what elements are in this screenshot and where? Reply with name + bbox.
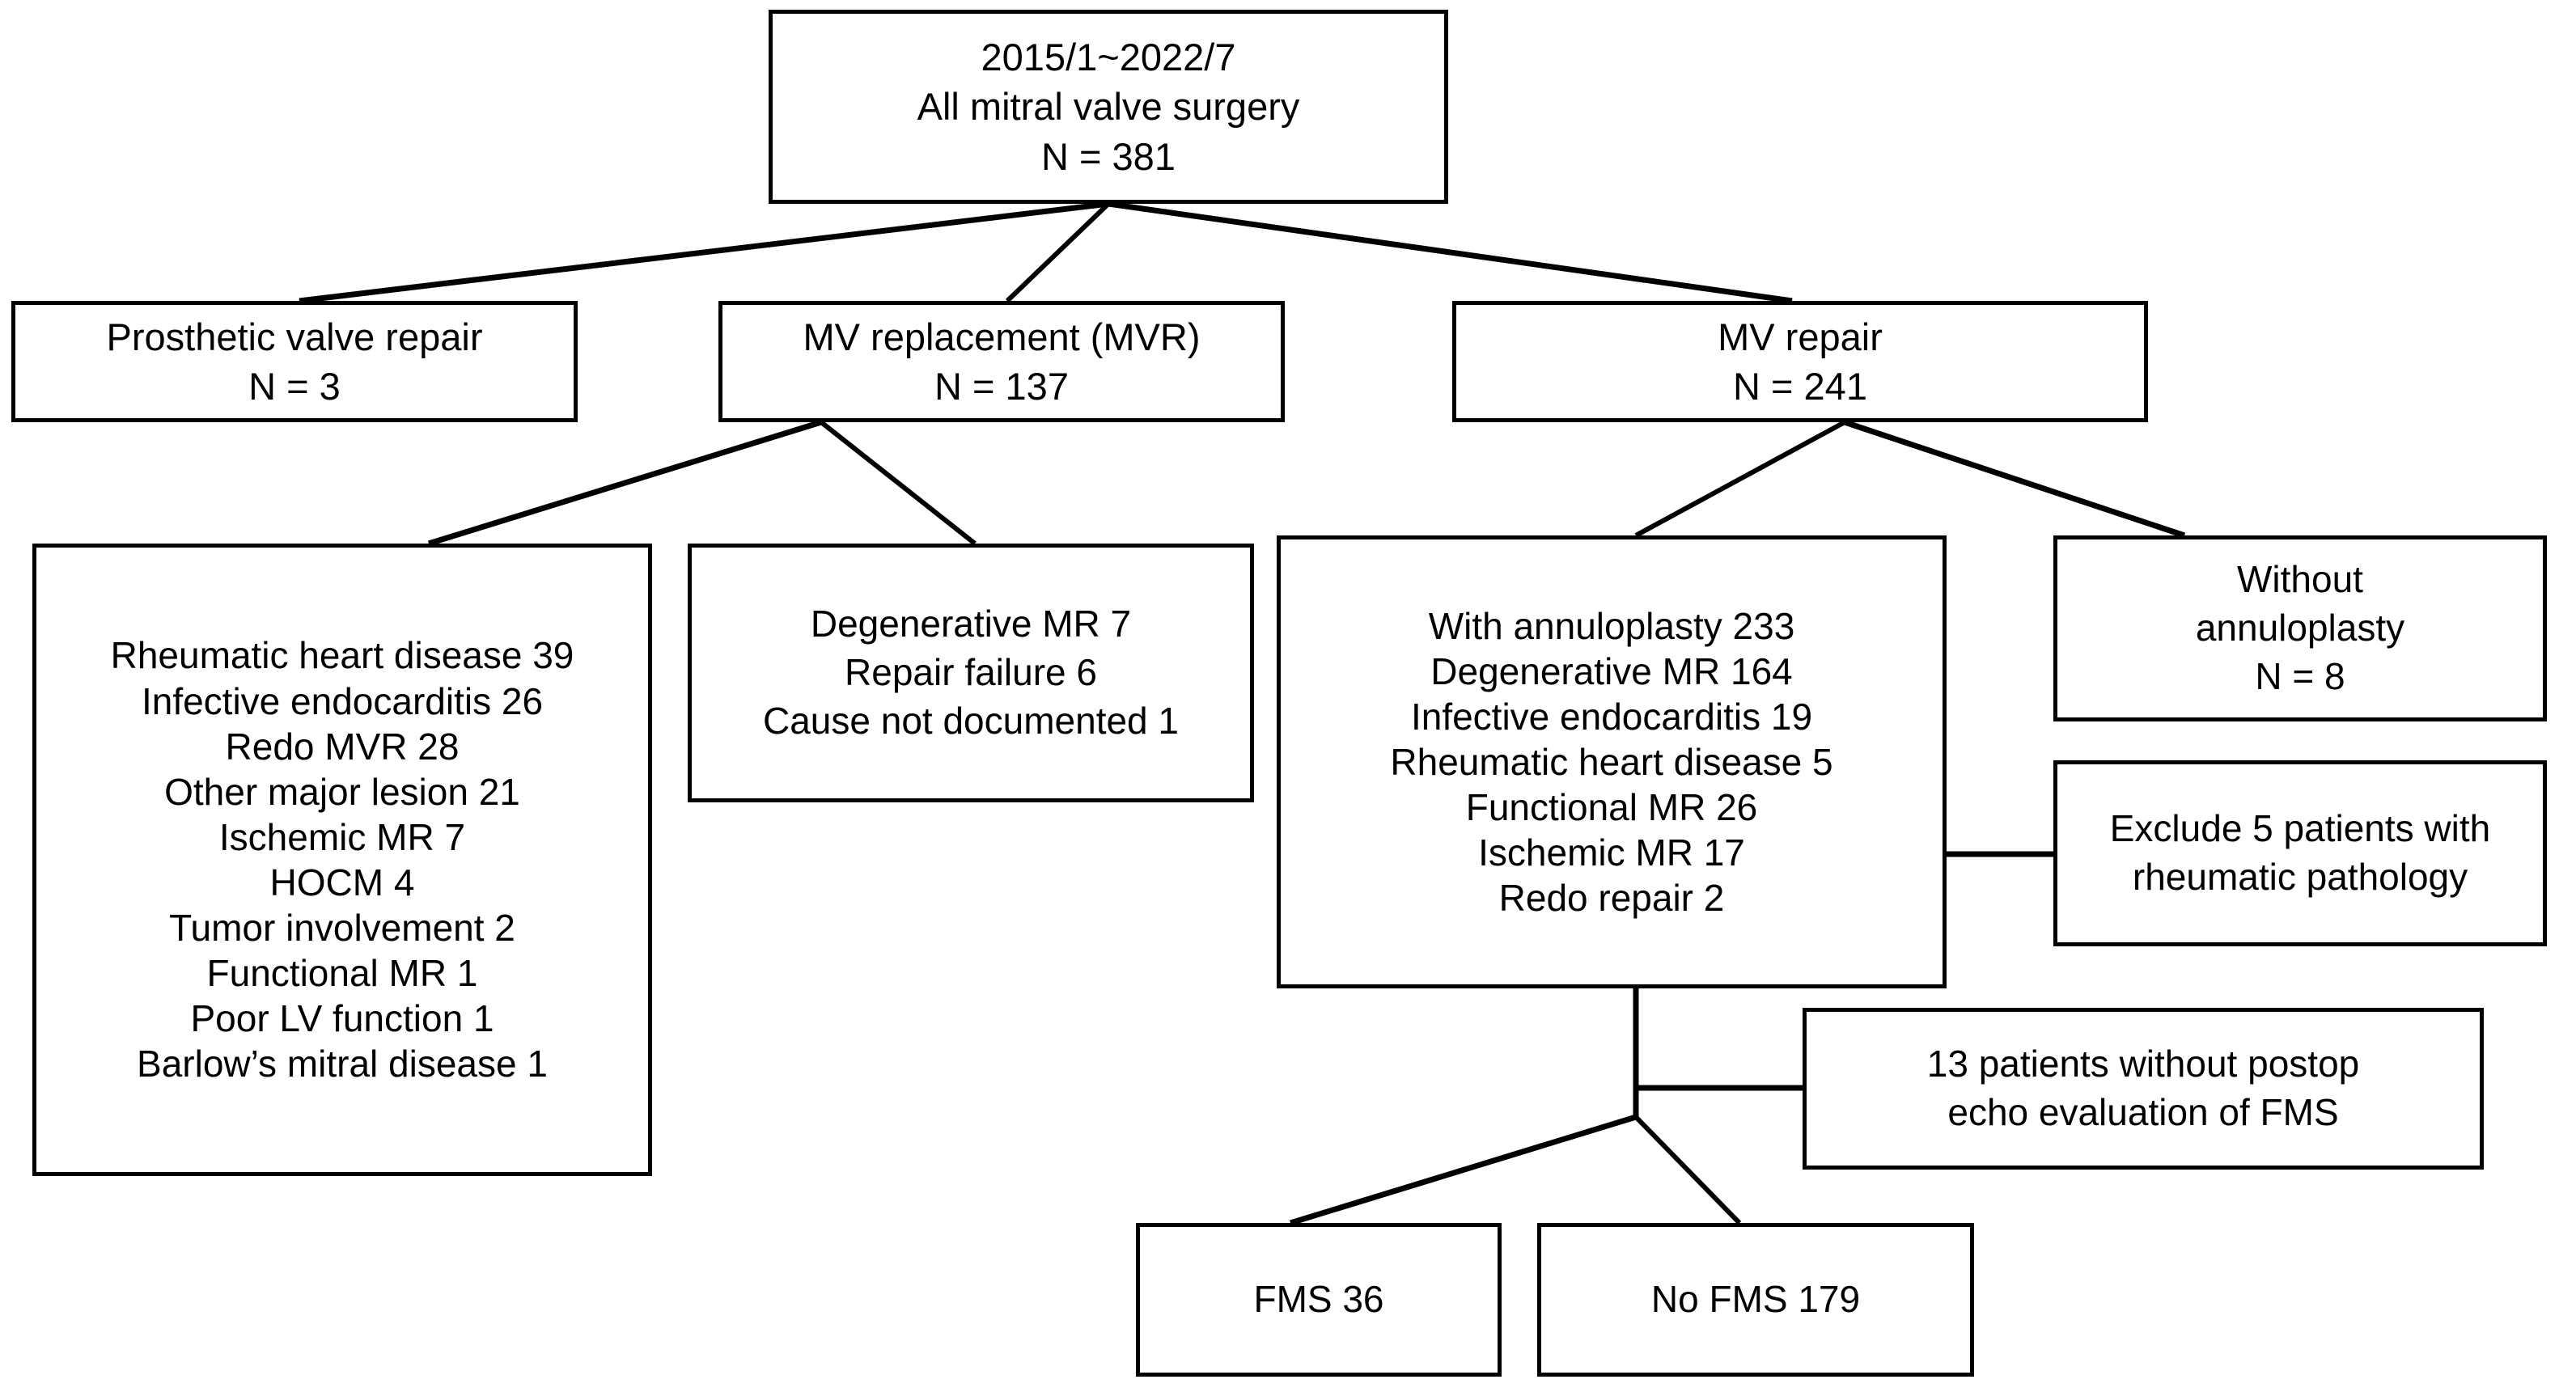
edge-root-to-prosthetic: [299, 201, 1109, 304]
no-postop-echo-box[interactable]: 13 patients without postop echo evaluati…: [1803, 1008, 2484, 1170]
edge-trunk-to-fms: [1289, 1114, 1638, 1226]
annulo-line-3: Rheumatic heart disease 5: [1390, 740, 1833, 783]
without-annulo-line-0: Without: [2237, 558, 2363, 601]
prosthetic-line-1: N = 3: [248, 365, 341, 408]
exclude-rheumatic-box[interactable]: Exclude 5 patients with rheumatic pathol…: [2053, 760, 2547, 946]
root-line-1: All mitral valve surgery: [917, 85, 1300, 129]
all-mitral-valve-surgery-box[interactable]: 2015/1~2022/7 All mitral valve surgery N…: [769, 10, 1448, 204]
mv-repair-box[interactable]: MV repair N = 241: [1452, 301, 2148, 422]
edge-root-to-mvr: [1005, 201, 1111, 303]
root-line-0: 2015/1~2022/7: [981, 36, 1236, 79]
mvr-ind-line-1: Infective endocarditis 26: [141, 679, 544, 722]
annulo-line-5: Ischemic MR 17: [1478, 831, 1745, 874]
without-annulo-line-1: annuloplasty: [2195, 607, 2405, 649]
fms-line-0: FMS 36: [1253, 1278, 1384, 1321]
nopostop-line-0: 13 patients without postop: [1926, 1043, 2360, 1085]
prosthetic-valve-repair-box[interactable]: Prosthetic valve repair N = 3: [11, 301, 578, 422]
mvrepair-line-0: MV repair: [1718, 315, 1883, 358]
mvr-ind-line-2: Redo MVR 28: [225, 725, 460, 768]
mvr-ind-line-5: HOCM 4: [269, 861, 415, 903]
with-annuloplasty-box[interactable]: With annuloplasty 233 Degenerative MR 16…: [1277, 535, 1947, 988]
edge-trunk-to-no-fms: [1633, 1115, 1742, 1225]
mvreplacement-line-0: MV replacement (MVR): [803, 315, 1201, 358]
mvr-ind-line-9: Barlow’s mitral disease 1: [137, 1043, 548, 1085]
edge-mvrepair-to-without-annuloplasty: [1843, 419, 2186, 539]
fms-box[interactable]: FMS 36: [1136, 1223, 1502, 1377]
nofms-line-0: No FMS 179: [1650, 1278, 1861, 1321]
mvr-ind-line-3: Other major lesion 21: [164, 770, 520, 813]
mvreplacement-line-1: N = 137: [934, 365, 1069, 408]
annulo-line-0: With annuloplasty 233: [1428, 604, 1795, 647]
mvr-cause-line-0: Degenerative MR 7: [810, 603, 1132, 645]
mvr-ind-line-6: Tumor involvement 2: [169, 907, 515, 950]
annulo-line-2: Infective endocarditis 19: [1410, 695, 1813, 738]
mvr-other-causes-box[interactable]: Degenerative MR 7 Repair failure 6 Cause…: [688, 544, 1254, 802]
mvr-indications-box[interactable]: Rheumatic heart disease 39 Infective end…: [32, 544, 652, 1176]
edge-mvrepair-to-with-annuloplasty: [1634, 420, 1846, 538]
annulo-line-4: Functional MR 26: [1465, 786, 1758, 829]
mvr-cause-line-1: Repair failure 6: [845, 651, 1097, 694]
annulo-line-6: Redo repair 2: [1498, 877, 1725, 920]
exclude-line-0: Exclude 5 patients with: [2109, 807, 2491, 850]
without-annuloplasty-box[interactable]: Without annuloplasty N = 8: [2053, 535, 2547, 721]
mvr-ind-line-0: Rheumatic heart disease 39: [110, 634, 574, 677]
no-fms-box[interactable]: No FMS 179: [1537, 1223, 1974, 1377]
nopostop-line-1: echo evaluation of FMS: [1947, 1091, 2339, 1133]
edge-root-to-mvrepair: [1108, 201, 1793, 304]
mvr-ind-line-4: Ischemic MR 7: [218, 815, 466, 858]
mv-replacement-box[interactable]: MV replacement (MVR) N = 137: [718, 301, 1285, 422]
edge-mvr-to-indications: [427, 419, 823, 547]
mvr-cause-line-2: Cause not documented 1: [762, 699, 1180, 742]
mvr-ind-line-8: Poor LV function 1: [190, 997, 494, 1040]
prosthetic-line-0: Prosthetic valve repair: [106, 315, 483, 358]
without-annulo-line-2: N = 8: [2255, 654, 2345, 697]
edge-mvr-to-causes: [820, 420, 977, 546]
exclude-line-1: rheumatic pathology: [2132, 856, 2468, 898]
mvrepair-line-1: N = 241: [1733, 365, 1867, 408]
root-line-2: N = 381: [1041, 134, 1176, 178]
annulo-line-1: Degenerative MR 164: [1430, 649, 1793, 692]
mvr-ind-line-7: Functional MR 1: [206, 952, 478, 995]
